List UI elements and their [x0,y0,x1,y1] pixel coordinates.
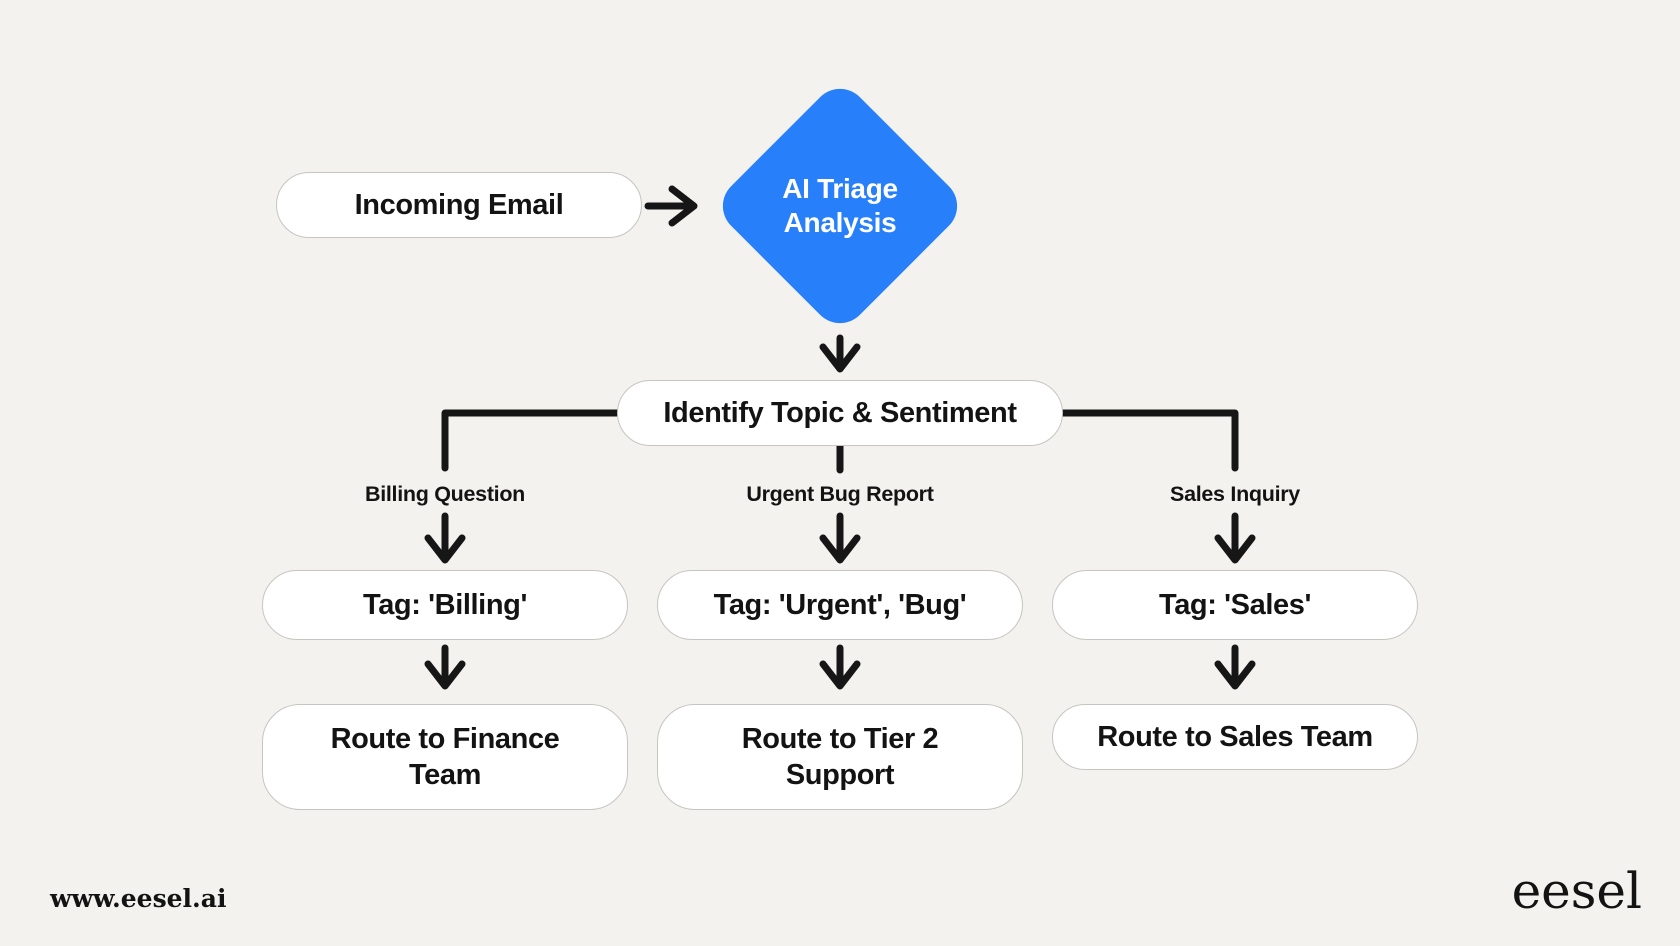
node-route-tier2-support: Route to Tier 2 Support [657,704,1023,810]
node-tag-billing: Tag: 'Billing' [262,570,628,640]
arrow-email-to-triage [644,185,698,227]
arrow-tag-to-route-sales [1214,644,1256,690]
branch-label-sales-inquiry: Sales Inquiry [1170,482,1300,506]
connector-identify-to-billing [441,409,621,472]
node-identify-topic-sentiment: Identify Topic & Sentiment [617,380,1063,446]
arrow-urgent-to-tag [819,512,861,564]
arrow-sales-to-tag [1214,512,1256,564]
brand-logo: eesel [1511,862,1642,920]
arrow-billing-to-tag [424,512,466,564]
node-route-finance-team: Route to Finance Team [262,704,628,810]
decision-diamond-label: AI Triage Analysis [782,173,898,238]
node-incoming-email: Incoming Email [276,172,642,238]
node-tag-sales: Tag: 'Sales' [1052,570,1418,640]
node-route-sales-team: Route to Sales Team [1052,704,1418,770]
arrow-tag-to-route-finance [424,644,466,690]
footer-website-url: www.eesel.ai [50,884,227,913]
arrow-triage-to-identify [819,334,861,373]
branch-label-billing-question: Billing Question [364,482,526,506]
branch-label-urgent-bug-report: Urgent Bug Report [746,482,934,506]
connector-identify-to-sales [1059,409,1239,472]
node-tag-urgent-bug: Tag: 'Urgent', 'Bug' [657,570,1023,640]
arrow-tag-to-route-tier2 [819,644,861,690]
